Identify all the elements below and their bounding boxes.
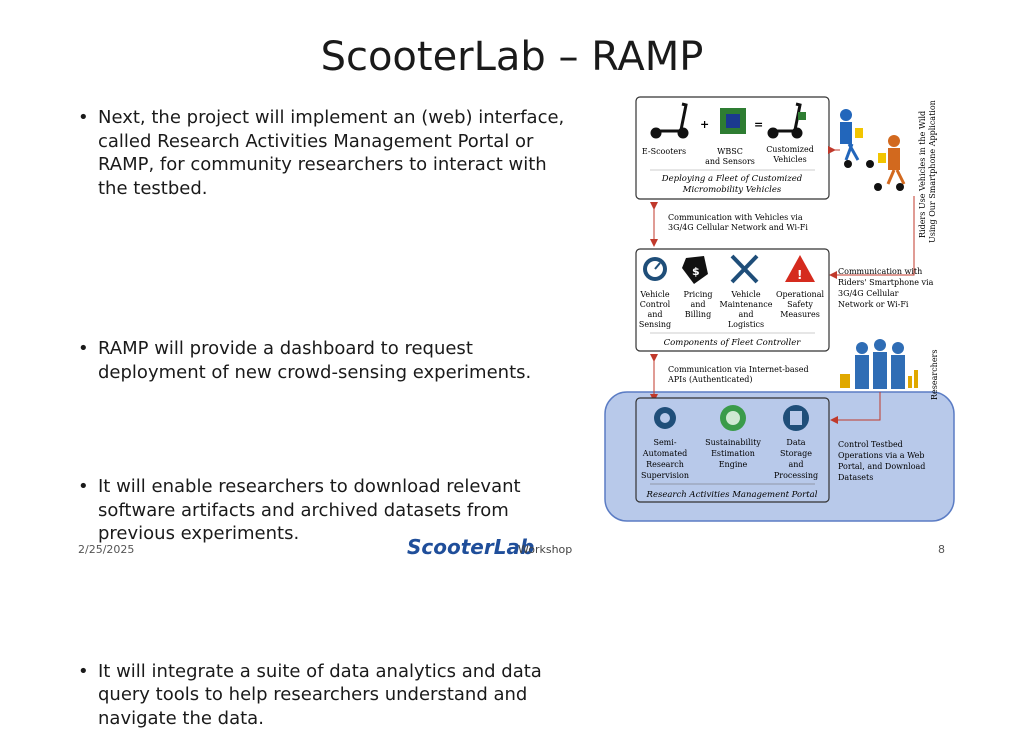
controller-caption: Components of Fleet Controller [664, 338, 802, 348]
svg-text:Safety: Safety [787, 300, 813, 309]
rider-icon [840, 109, 874, 168]
svg-text:Semi-: Semi- [653, 438, 676, 447]
svg-text:Measures: Measures [780, 310, 820, 319]
fleet-caption: Deploying a Fleet of Customized [661, 174, 803, 184]
bullet-list: Next, the project will implement an (web… [76, 106, 576, 388]
svg-text:Logistics: Logistics [728, 320, 764, 329]
rider-icon [874, 135, 904, 191]
svg-text:Billing: Billing [685, 310, 711, 319]
svg-text:Maintenance: Maintenance [720, 300, 773, 309]
comm-riders-text: 3G/4G Cellular [838, 289, 899, 298]
svg-text:Research: Research [646, 460, 684, 469]
comm-internet-text: APIs (Authenticated) [667, 375, 753, 384]
svg-text:Pricing: Pricing [683, 290, 712, 299]
svg-text:Portal, and Download: Portal, and Download [838, 462, 925, 471]
svg-text:Control Testbed: Control Testbed [838, 440, 903, 449]
comm-vehicles-text: 3G/4G Cellular Network and Wi-Fi [668, 223, 808, 232]
comm-vehicles-text: Communication with Vehicles via [668, 213, 803, 222]
svg-text:Control: Control [640, 300, 671, 309]
recycle-icon [720, 405, 746, 431]
svg-text:and: and [788, 460, 803, 469]
researchers-icon [840, 339, 918, 389]
architecture-diagram: + = E-Scooters WBSC and Sensors Customiz… [600, 92, 960, 526]
svg-text:and: and [647, 310, 662, 319]
svg-text:Engine: Engine [719, 460, 748, 469]
svg-text:Datasets: Datasets [838, 473, 873, 482]
page-number: 8 [938, 543, 945, 556]
svg-text:Data: Data [786, 438, 805, 447]
scooterlab-logo: ScooterLab [407, 535, 534, 559]
svg-text:Processing: Processing [774, 471, 818, 480]
portal-caption: Research Activities Management Portal [646, 490, 818, 500]
gear-person-icon [654, 407, 676, 429]
equals-sign: = [754, 118, 763, 131]
footer-date: 2/25/2025 [78, 543, 134, 556]
riders-label: Using Our Smartphone Application [928, 100, 937, 243]
svg-text:Storage: Storage [780, 449, 812, 458]
plus-sign: + [700, 118, 709, 131]
comm-riders-text: Riders' Smartphone via [838, 278, 934, 287]
svg-text:Vehicle: Vehicle [730, 290, 761, 299]
comm-internet-text: Communication via Internet-based [668, 365, 809, 374]
researchers-label: Researchers [930, 350, 939, 401]
fleet-label: and Sensors [705, 157, 755, 166]
svg-text:Operations via a Web: Operations via a Web [838, 451, 925, 460]
svg-text:and: and [690, 300, 705, 309]
bullet-item: Next, the project will implement an (web… [76, 106, 576, 200]
logo-workshop-label: Workshop [518, 543, 572, 556]
comm-riders-text: Communication with [838, 267, 922, 276]
svg-text:and: and [738, 310, 753, 319]
svg-text:Automated: Automated [642, 449, 687, 458]
comm-riders-text: Network or Wi-Fi [838, 300, 909, 309]
database-icon [783, 405, 809, 431]
slide-title: ScooterLab – RAMP [0, 34, 1024, 80]
fleet-caption: Micromobility Vehicles [682, 185, 782, 195]
svg-text:!: ! [797, 268, 802, 282]
bullet-item: It will integrate a suite of data analyt… [76, 660, 576, 730]
svg-text:Sensing: Sensing [639, 320, 671, 329]
svg-text:Sustainability: Sustainability [705, 438, 761, 447]
bullet-item: RAMP will provide a dashboard to request… [76, 337, 576, 384]
fleet-label: Vehicles [772, 155, 806, 164]
svg-text:Vehicle: Vehicle [639, 290, 670, 299]
fleet-label: E-Scooters [642, 147, 686, 156]
rider-arrow [833, 196, 914, 275]
gauge-icon [643, 257, 667, 281]
svg-text:Operational: Operational [776, 290, 825, 299]
fleet-label: Customized [766, 145, 814, 154]
chip-icon [720, 108, 746, 134]
fleet-label: WBSC [717, 147, 743, 156]
riders-label: Riders Use Vehicles in the Wild [918, 111, 927, 238]
svg-text:Estimation: Estimation [711, 449, 755, 458]
svg-text:Supervision: Supervision [641, 471, 689, 480]
svg-text:$: $ [692, 265, 700, 278]
